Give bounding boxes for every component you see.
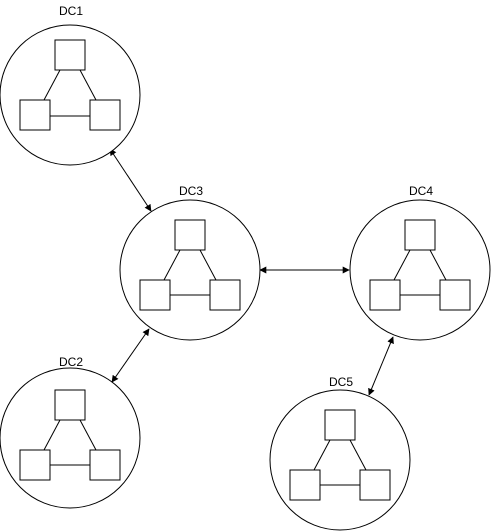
dc1-node: DC1 xyxy=(0,4,141,166)
dc5-server-top xyxy=(324,409,356,441)
dc5-link-top-right xyxy=(349,439,367,471)
dc4-node: DC4 xyxy=(349,184,491,341)
dc3-server-right xyxy=(209,279,241,311)
dc4-link-top-right xyxy=(429,249,447,281)
dc4-server-right xyxy=(439,279,471,311)
dc3-label: DC3 xyxy=(179,184,203,198)
dc2-circle xyxy=(0,367,141,509)
dc2-server-left xyxy=(19,449,51,481)
edge-dc2-dc3 xyxy=(111,328,150,383)
dc5-node: DC5 xyxy=(269,375,411,531)
dc3-link-top-right xyxy=(199,249,217,281)
dc4-server-top xyxy=(404,219,436,251)
connections xyxy=(109,148,394,396)
dc1-server-top xyxy=(54,39,86,71)
dc3-node: DC3 xyxy=(119,184,261,341)
dc4-label: DC4 xyxy=(409,184,433,198)
dc1-label: DC1 xyxy=(59,4,83,18)
dc1-link-top-left xyxy=(43,69,61,101)
dc4-server-left xyxy=(369,279,401,311)
dc1-link-top-right xyxy=(79,69,97,101)
dc3-link-top-left xyxy=(163,249,181,281)
dc2-server-right xyxy=(89,449,121,481)
dc3-server-top xyxy=(174,219,206,251)
dc5-server-left xyxy=(289,469,321,501)
dc2-link-top-left xyxy=(43,419,61,451)
dc5-label: DC5 xyxy=(329,375,353,389)
dc4-link-top-left xyxy=(393,249,411,281)
dc2-link-top-right xyxy=(79,419,97,451)
dc2-server-top xyxy=(54,389,86,421)
edge-dc1-dc3 xyxy=(109,148,152,212)
dc3-server-left xyxy=(139,279,171,311)
dc1-server-left xyxy=(19,99,51,131)
edge-dc4-dc5 xyxy=(368,336,394,396)
dc2-node: DC2 xyxy=(0,355,141,509)
dc5-server-right xyxy=(359,469,391,501)
dc5-link-top-left xyxy=(313,439,331,471)
dc2-label: DC2 xyxy=(59,355,83,369)
dc1-server-right xyxy=(89,99,121,131)
